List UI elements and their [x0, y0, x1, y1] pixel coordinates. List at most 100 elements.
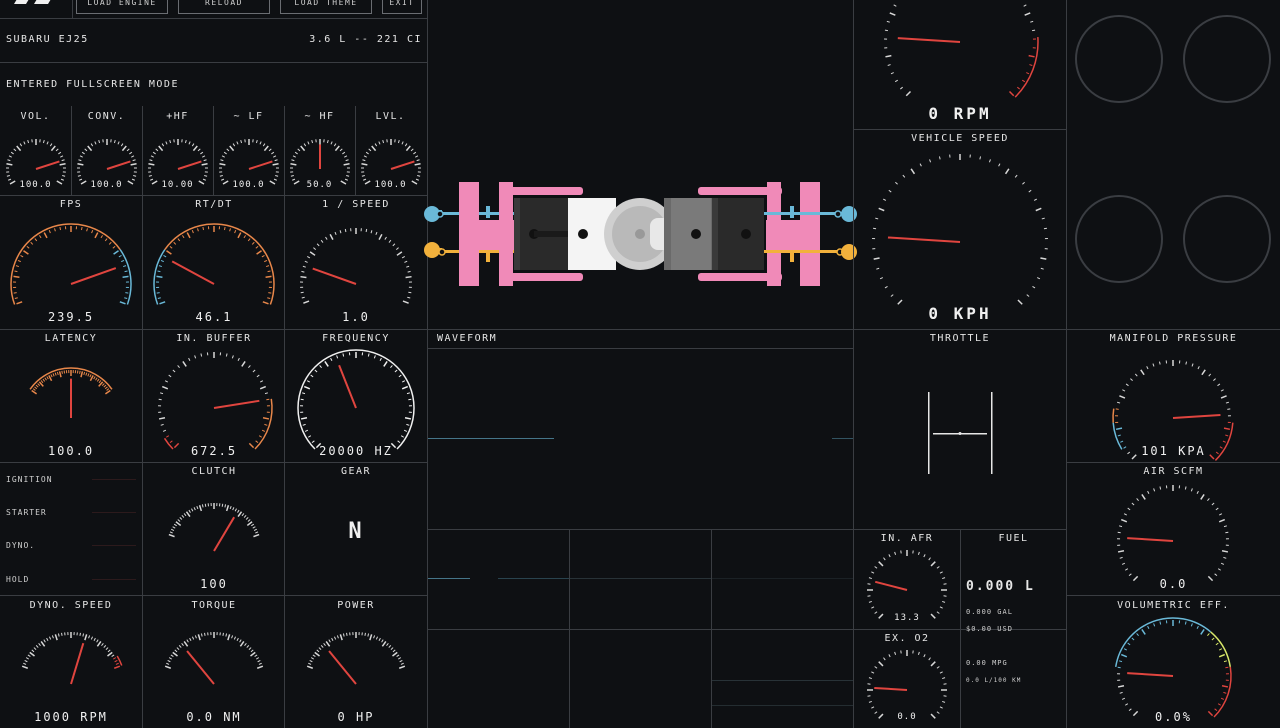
latency-gauge-tick — [52, 373, 55, 377]
power-gauge-tick — [381, 639, 384, 643]
volumetric-eff-gauge-tick — [1220, 697, 1225, 700]
in-afr-gauge-tick — [878, 613, 884, 619]
torque-gauge-tick — [231, 635, 234, 639]
torque-gauge-tick — [166, 662, 170, 665]
manifold-pressure-gauge-tick — [1134, 373, 1138, 377]
manifold-pressure-gauge-tick — [1119, 395, 1126, 399]
in-afr-gauge-dial — [867, 550, 947, 619]
small-gauge-3-tick — [271, 151, 275, 155]
frequency-gauge-tick — [310, 374, 314, 378]
manifold-pressure-gauge-tick — [1213, 378, 1216, 382]
torque-gauge-tick — [222, 632, 224, 636]
small-gauge-5-tick — [404, 143, 408, 147]
small-gauge-5-tick — [362, 178, 367, 181]
frequency-gauge-tick — [336, 355, 339, 359]
small-gauge-3-tick — [269, 180, 276, 185]
in-buffer-gauge-tick — [165, 435, 170, 438]
small-gauge-5-tick — [401, 141, 404, 145]
air-scfm-gauge-tick — [1123, 513, 1128, 516]
in-buffer-gauge-tick — [259, 385, 267, 390]
frequency-gauge-tick — [319, 365, 322, 369]
engine-name: SUBARU EJ25 — [6, 34, 89, 45]
small-gauge-4-tick — [333, 143, 337, 147]
vehicle-speed-gauge-tick — [876, 267, 880, 270]
dyno-speed-gauge-tick — [112, 657, 117, 660]
dyno-speed-gauge-tick — [107, 651, 113, 657]
in-buffer-gauge-tick — [264, 423, 268, 426]
frequency-gauge-tick — [342, 353, 345, 357]
latency-gauge-tick — [44, 377, 47, 381]
latency-gauge-tick — [96, 378, 100, 382]
power-gauge-tick — [364, 632, 366, 636]
volumetric-eff-gauge-tick — [1207, 710, 1214, 717]
clutch-gauge-tick — [252, 526, 256, 529]
small-gauge-4-tick — [290, 163, 297, 166]
reload-button[interactable]: RELOAD — [178, 0, 270, 14]
dyno-speed-gauge-tick — [54, 634, 58, 641]
rtdt-gauge-tick — [157, 297, 161, 300]
waveform-trace — [428, 438, 554, 439]
exit-button[interactable]: EXIT — [382, 0, 422, 14]
torque-gauge-tick — [257, 659, 261, 663]
small-gauge-4-value: 50.0 — [306, 180, 333, 190]
ex-o2-gauge-tick — [939, 706, 943, 709]
clutch-gauge-tick — [253, 528, 257, 532]
switch-hold[interactable]: HOLD — [6, 575, 30, 584]
power-gauge-tick — [388, 645, 392, 648]
load-engine-button[interactable]: LOAD ENGINE — [76, 0, 168, 14]
in-afr-gauge-tick — [930, 613, 936, 619]
manifold-pressure-gauge-tick — [1125, 383, 1129, 387]
air-scfm-gauge-dial — [1117, 485, 1229, 582]
in-buffer-gauge-tick — [160, 423, 164, 426]
dyno-speed-gauge-tick — [107, 649, 111, 653]
small-gauge-4-tick — [300, 145, 306, 152]
fps-gauge-tick — [23, 250, 29, 255]
manifold-pressure-gauge-tick — [1120, 440, 1124, 443]
rtdt-gauge-needle — [171, 260, 215, 285]
rpm-gauge-tick — [885, 54, 892, 58]
switch-dyno[interactable]: DYNO. — [6, 541, 36, 550]
volumetric-eff-gauge-tick — [1123, 648, 1128, 651]
manifold-pressure-gauge-tick — [1225, 401, 1229, 404]
rtdt-gauge-tick — [261, 255, 265, 258]
rtdt-gauge-tick — [265, 265, 270, 268]
rtdt-gauge-tick — [237, 232, 242, 239]
frequency-gauge-tick — [383, 361, 388, 367]
speed-ratio-gauge-tick — [301, 270, 305, 273]
rpm-gauge-tick — [1024, 12, 1031, 16]
small-gauge-5-tick — [416, 159, 420, 162]
frequency-gauge-label: FREQUENCY — [322, 333, 390, 344]
rtdt-gauge-tick — [186, 232, 191, 239]
dyno-speed-gauge-tick — [29, 651, 35, 657]
frequency-gauge-needle — [338, 364, 357, 409]
power-gauge-tick — [398, 665, 406, 669]
switch-starter[interactable]: STARTER — [6, 508, 47, 517]
small-gauge-0-tick — [61, 159, 65, 162]
air-scfm-gauge-tick — [1218, 518, 1226, 523]
in-buffer-gauge-tick — [164, 380, 169, 383]
in-afr-gauge-tick — [942, 600, 946, 603]
load-theme-button[interactable]: LOAD THEME — [280, 0, 372, 14]
small-gauge-0-tick — [49, 143, 53, 147]
small-gauge-0-tick — [46, 141, 49, 145]
rtdt-gauge-dial — [153, 223, 275, 305]
small-gauge-1-tick — [130, 163, 137, 166]
in-buffer-gauge-tick — [264, 392, 269, 395]
air-scfm-gauge-needle — [1127, 537, 1174, 542]
speed-ratio-gauge-tick — [325, 236, 328, 240]
torque-gauge-tick — [255, 657, 260, 660]
switch-ignition[interactable]: IGNITION — [6, 475, 53, 484]
clutch-gauge-tick — [177, 519, 181, 522]
volumetric-eff-gauge-dial — [1114, 617, 1232, 718]
power-gauge-tick — [316, 649, 320, 653]
dyno-speed-gauge-tick — [33, 647, 37, 651]
ex-o2-gauge-tick — [868, 677, 872, 680]
speed-ratio-gauge-tick — [378, 233, 383, 240]
frequency-gauge-tick — [400, 435, 405, 438]
rpm-gauge-value: 0 RPM — [928, 104, 992, 123]
dyno-speed-gauge-label: DYNO. SPEED — [29, 600, 113, 611]
fps-gauge-tick — [122, 265, 127, 268]
in-afr-gauge-tick — [874, 611, 878, 614]
air-scfm-gauge-tick — [1127, 507, 1131, 511]
